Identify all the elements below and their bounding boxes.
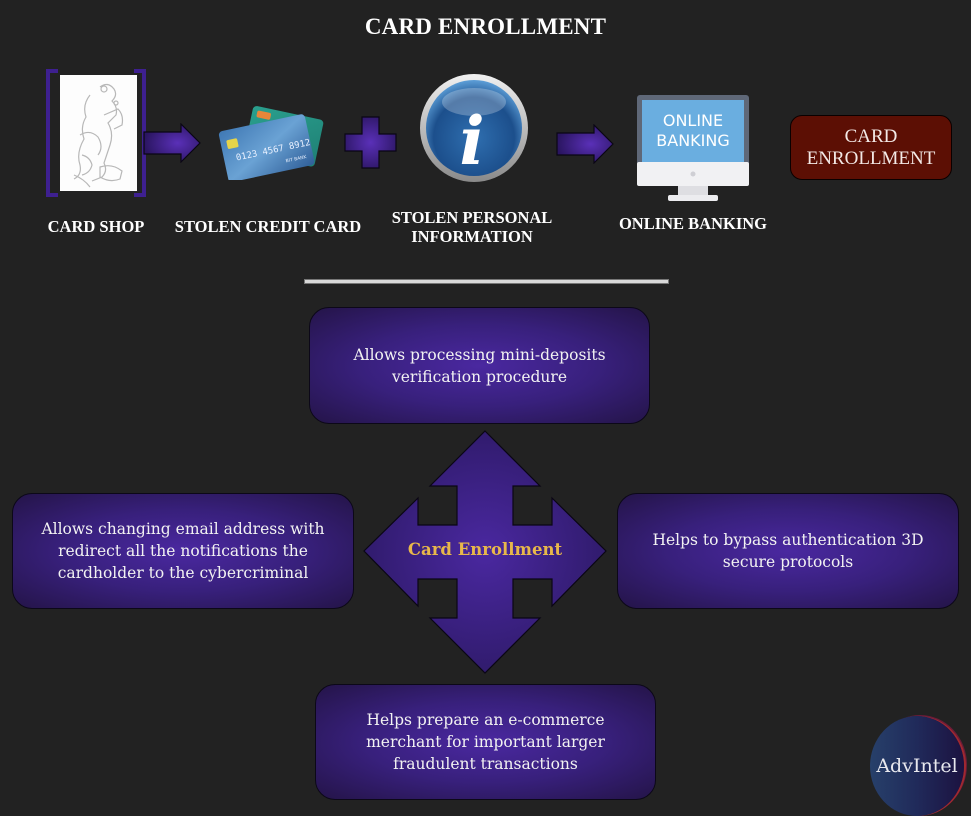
step-label-stolen-personal-information: STOLEN PERSONAL INFORMATION — [372, 208, 572, 246]
screen-text-line2: BANKING — [656, 131, 729, 150]
feature-box-left: Allows changing email address with redir… — [12, 493, 354, 609]
center-label: Card Enrollment — [407, 540, 563, 559]
card-bank: BIT BANK — [285, 154, 308, 164]
step-label-stolen-credit-card: STOLEN CREDIT CARD — [174, 217, 362, 236]
step-label-card-shop: CARD SHOP — [47, 217, 145, 236]
step-label-line1: STOLEN PERSONAL — [391, 208, 553, 227]
info-icon: i — [420, 74, 528, 182]
feature-box-top: Allows processing mini-deposits verifica… — [309, 307, 650, 424]
feature-text-right: Helps to bypass authentication 3D secure… — [652, 531, 924, 571]
result-line1: CARD — [844, 125, 898, 147]
feature-text-top: Allows processing mini-deposits verifica… — [353, 345, 606, 386]
advintel-logo: AdvIntel — [870, 716, 964, 816]
left-bracket — [46, 69, 58, 197]
four-way-arrow-icon — [363, 430, 607, 674]
plus-icon — [344, 116, 397, 169]
step-label-line2: INFORMATION — [411, 227, 533, 246]
feature-text-bottom: Helps prepare an e-commerce merchant for… — [366, 711, 605, 773]
credit-cards-icon: 0123 4567 8912 BIT BANK — [218, 106, 324, 180]
page-title: CARD ENROLLMENT — [364, 14, 607, 39]
screen-text-line1: ONLINE — [663, 111, 723, 130]
card-enrollment-result-box: CARD ENROLLMENT — [790, 115, 952, 180]
feature-box-bottom: Helps prepare an e-commerce merchant for… — [315, 684, 656, 800]
feature-text-left: Allows changing email address with redir… — [41, 520, 325, 582]
arrow-right-icon — [143, 123, 201, 163]
joker-card-icon — [60, 75, 137, 191]
section-divider — [304, 279, 669, 284]
result-line2: ENROLLMENT — [806, 147, 936, 169]
logo-text: AdvIntel — [876, 755, 958, 777]
arrow-right-icon — [556, 124, 614, 164]
info-glyph: i — [459, 102, 484, 180]
monitor-icon: ONLINE BANKING — [637, 95, 749, 201]
step-label-online-banking: ONLINE BANKING — [618, 214, 768, 233]
feature-box-right: Helps to bypass authentication 3D secure… — [617, 493, 959, 609]
